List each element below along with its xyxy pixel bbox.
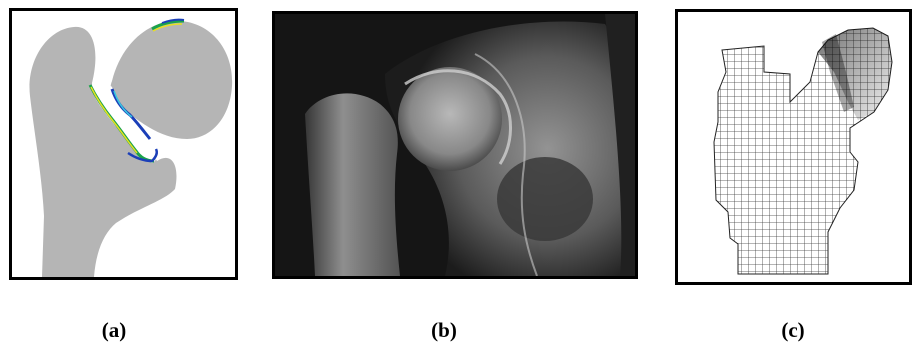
voxel-mesh-image — [678, 12, 909, 282]
femur-segmentation-image — [12, 11, 235, 277]
obturator-foramen — [497, 157, 593, 241]
panel-a-femur-segmentation — [9, 8, 238, 280]
caption-c: (c) — [753, 318, 833, 343]
panel-c-voxel-model — [675, 9, 912, 285]
femur-shaft-xray — [305, 93, 400, 276]
panel-b-hip-xray — [272, 11, 638, 279]
caption-a: (a) — [74, 318, 154, 343]
hip-xray-image — [275, 14, 635, 276]
caption-b: (b) — [404, 318, 484, 343]
